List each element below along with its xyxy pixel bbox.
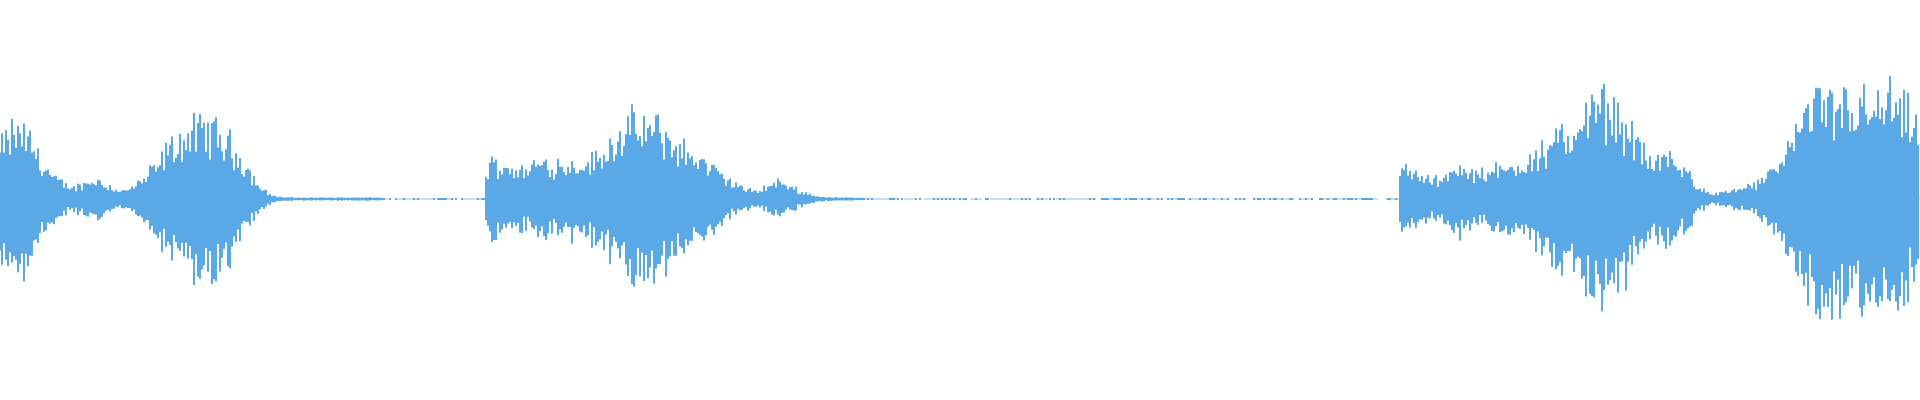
waveform-bars	[0, 75, 1920, 320]
